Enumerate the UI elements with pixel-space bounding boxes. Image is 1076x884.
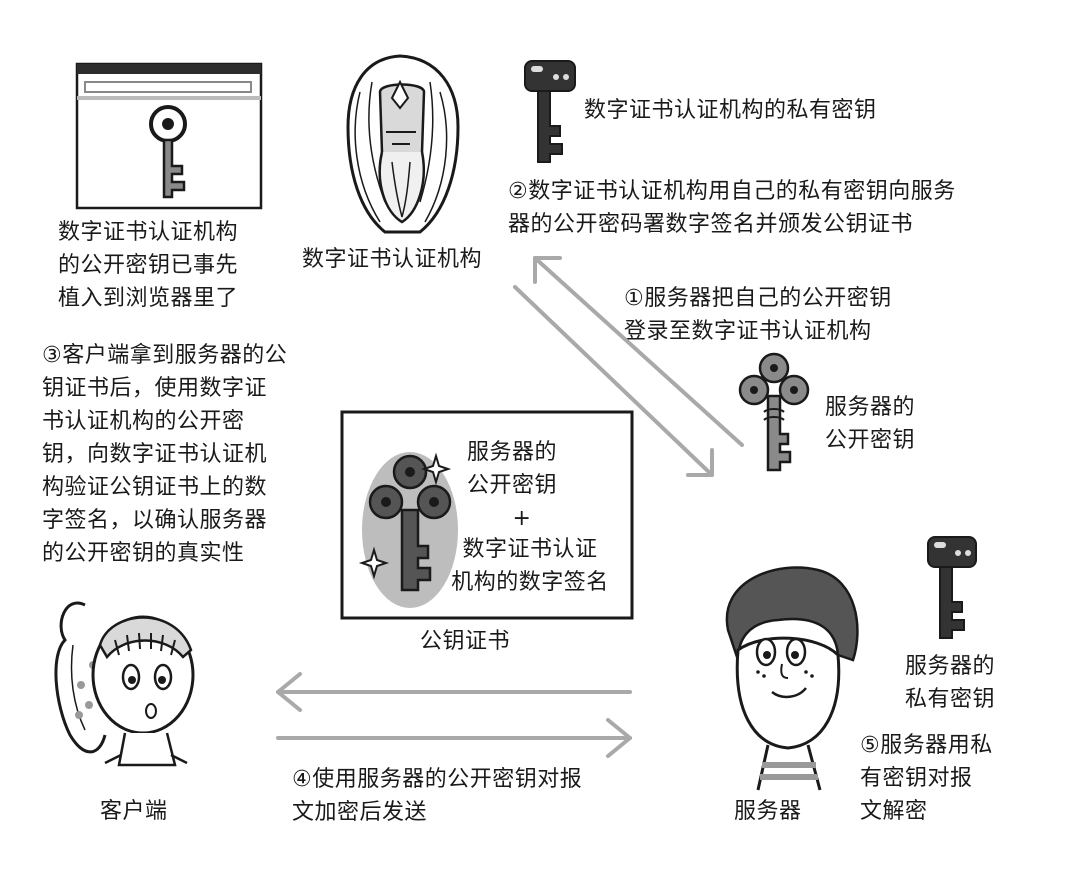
step5-label: ⑤服务器用私 有密钥对报 文解密 xyxy=(860,733,993,824)
step2-label: ②数字证书认证机构用自己的私有密钥向服务 器的公开密码署数字签名并颁发公钥证书 xyxy=(508,179,956,237)
sparkle-icon xyxy=(358,546,390,580)
ornate-key-icon xyxy=(738,352,810,472)
step3-label: ③客户端拿到服务器的公 钥证书后，使用数字证 书认证机构的公开密 钥，向数字证书… xyxy=(42,343,288,566)
girl-illustration xyxy=(54,601,195,767)
cert-server-key-label: 服务器的 公开密钥 xyxy=(466,440,557,498)
bearded-sage-illustration xyxy=(346,54,460,234)
browser-ca-key-label: 数字证书认证机构 的公开密钥已事先 植入到浏览器里了 xyxy=(58,220,239,311)
step4-label: ④使用服务器的公开密钥对报 文加密后发送 xyxy=(292,767,583,825)
ca-name-label: 数字证书认证机构 xyxy=(302,247,483,272)
step1-label: ①服务器把自己的公开密钥 登录至数字证书认证机构 xyxy=(624,286,892,344)
cert-plus-label: + xyxy=(512,506,532,531)
key-icon xyxy=(149,105,187,199)
cert-ca-signature-label: 数字证书认证 机构的数字签名 xyxy=(451,537,609,595)
dark-key-icon xyxy=(524,60,576,163)
client-name-label: 客户端 xyxy=(100,799,168,824)
public-key-certificate xyxy=(340,410,634,620)
browser-window-icon xyxy=(75,62,263,210)
boy-illustration xyxy=(725,566,859,791)
dark-key-icon xyxy=(927,536,977,639)
ca-private-key-label: 数字证书认证机构的私有密钥 xyxy=(584,98,877,123)
server-name-label: 服务器 xyxy=(734,799,802,824)
ornate-key-icon xyxy=(362,452,458,608)
server-public-key-label: 服务器的 公开密钥 xyxy=(825,395,916,453)
sparkle-icon xyxy=(420,452,452,486)
server-private-key-label: 服务器的 私有密钥 xyxy=(904,654,995,712)
cert-caption: 公钥证书 xyxy=(420,629,511,654)
